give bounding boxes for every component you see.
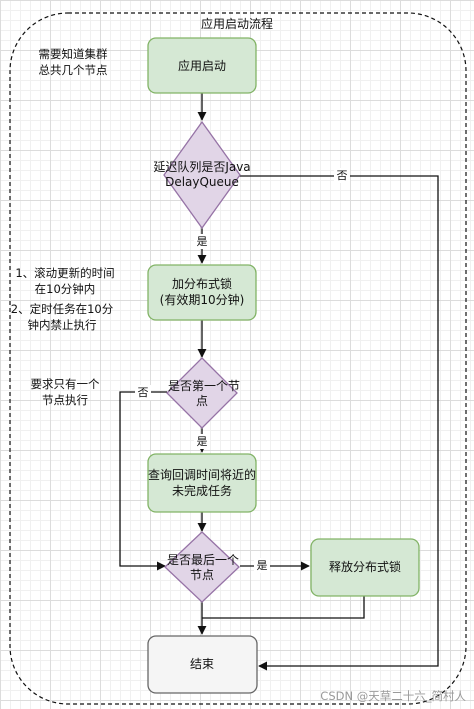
node-start-label: 应用启动	[178, 58, 226, 73]
watermark: CSDN @天草二十六_简村人	[320, 689, 466, 703]
edge-label-check-yes-text: 是	[197, 235, 208, 248]
node-start[interactable]: 应用启动	[147, 37, 257, 94]
note-single-node: 要求只有一个 节点执行	[31, 377, 100, 407]
note-rolling-line-1: 1、滚动更新的时间	[15, 266, 114, 280]
node-release-label: 释放分布式锁	[329, 559, 401, 574]
node-is-first[interactable]: 是否第一个节 点	[166, 357, 240, 429]
note-scheduled-line-2: 钟内禁止执行	[28, 318, 97, 332]
node-end-label: 结束	[190, 657, 214, 671]
edge-label-first-no: 否	[135, 385, 151, 400]
note-single-line-1: 要求只有一个	[31, 377, 100, 391]
node-is-first-label-1: 是否第一个节	[168, 379, 240, 393]
note-rolling-line-2: 在10分钟内	[35, 282, 96, 296]
note-scheduled-line-1: 2、定时任务在10分	[11, 302, 114, 316]
edge-label-check-no-text: 否	[337, 169, 348, 182]
node-lock-label-1: 加分布式锁	[172, 276, 232, 291]
node-check-label-2: DelayQueue	[165, 175, 239, 189]
node-query-tasks[interactable]: 查询回调时间将近的 未完成任务	[147, 453, 257, 513]
node-check-delayqueue[interactable]: 延迟队列是否Java DelayQueue	[153, 120, 251, 230]
note-scheduled-task: 2、定时任务在10分 钟内禁止执行	[11, 302, 114, 332]
note-cluster-line-1: 需要知道集群	[39, 47, 108, 61]
note-single-line-2: 节点执行	[42, 393, 88, 407]
note-rolling-update: 1、滚动更新的时间 在10分钟内	[15, 266, 114, 296]
node-lock-label-2: (有效期10分钟)	[160, 292, 245, 307]
node-end[interactable]: 结束	[147, 635, 258, 694]
note-cluster-line-2: 总共几个节点	[39, 63, 108, 77]
node-acquire-lock[interactable]: 加分布式锁 (有效期10分钟)	[147, 264, 257, 321]
node-is-last[interactable]: 是否最后一个 节点	[164, 531, 240, 603]
edge-label-first-yes: 是	[194, 434, 210, 449]
node-release-lock[interactable]: 释放分布式锁	[310, 538, 420, 597]
edge-release-to-end	[202, 596, 365, 619]
node-is-last-label-1: 是否最后一个	[167, 553, 239, 567]
diagram-title: 应用启动流程	[201, 16, 273, 31]
edge-label-first-no-text: 否	[138, 386, 149, 399]
note-cluster: 需要知道集群 总共几个节点	[39, 47, 108, 77]
edge-label-check-yes: 是	[194, 234, 210, 249]
node-query-label-1: 查询回调时间将近的	[148, 467, 256, 482]
node-check-label-1: 延迟队列是否Java	[153, 159, 250, 174]
node-is-last-label-2: 节点	[190, 568, 214, 582]
edge-label-last-yes-text: 是	[257, 559, 268, 572]
edge-label-check-no: 否	[334, 168, 350, 183]
node-is-first-label-2: 点	[196, 394, 208, 408]
edge-label-last-yes: 是	[254, 558, 270, 573]
flow-container	[9, 12, 467, 705]
edge-label-first-yes-text: 是	[197, 435, 208, 448]
node-query-label-2: 未完成任务	[172, 483, 232, 498]
